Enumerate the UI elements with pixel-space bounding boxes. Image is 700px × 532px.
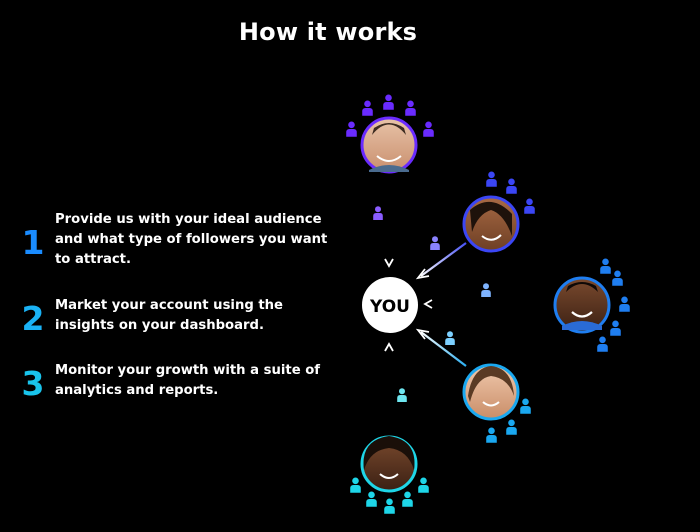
follower-icon bbox=[445, 331, 455, 345]
person-icon bbox=[486, 171, 497, 187]
person-icon bbox=[506, 419, 517, 435]
node-bottom bbox=[350, 435, 429, 514]
person-icon bbox=[346, 121, 357, 137]
arrowhead-top bbox=[384, 258, 394, 268]
person-icon bbox=[402, 491, 413, 507]
step-3-number: 3 bbox=[21, 364, 45, 403]
arrowhead-bottom bbox=[384, 342, 394, 352]
follower-icon bbox=[397, 388, 407, 402]
step-2-text: Market your account using the insights o… bbox=[55, 298, 283, 333]
person-icon bbox=[405, 100, 416, 116]
person-icon bbox=[600, 258, 611, 274]
avatar-right bbox=[553, 276, 611, 334]
node-right bbox=[553, 258, 630, 352]
follower-icon bbox=[481, 283, 491, 297]
follower-icon bbox=[430, 236, 440, 250]
arrowhead-right bbox=[423, 299, 433, 309]
connector-lower-right bbox=[420, 331, 467, 367]
person-icon bbox=[362, 100, 373, 116]
arrowhead-upper-right bbox=[415, 268, 430, 280]
person-icon bbox=[619, 296, 630, 312]
page-title: How it works bbox=[238, 18, 418, 46]
step-1-number: 1 bbox=[21, 223, 45, 262]
person-icon bbox=[524, 198, 535, 214]
person-icon bbox=[418, 477, 429, 493]
person-icon bbox=[597, 336, 608, 352]
connector-lines bbox=[384, 180, 552, 432]
person-icon bbox=[506, 178, 517, 194]
person-icon bbox=[612, 270, 623, 286]
person-icon bbox=[350, 477, 361, 493]
person-icon bbox=[610, 320, 621, 336]
person-icon bbox=[383, 94, 394, 110]
node-lower-right bbox=[462, 363, 531, 443]
arrowhead-lower-right bbox=[415, 328, 430, 340]
follower-icon bbox=[373, 206, 383, 220]
you-label: YOU bbox=[370, 297, 410, 317]
step-3-text: Monitor your growth with a suite of anal… bbox=[55, 363, 321, 398]
connector-upper-right bbox=[420, 242, 467, 277]
step-1-text: Provide us with your ideal audience and … bbox=[55, 212, 328, 267]
person-icon bbox=[486, 427, 497, 443]
you-circle bbox=[362, 277, 418, 333]
avatar-top bbox=[360, 116, 418, 174]
person-icon bbox=[366, 491, 377, 507]
node-top bbox=[346, 94, 434, 174]
node-upper-right bbox=[462, 171, 535, 253]
step-2-number: 2 bbox=[21, 299, 45, 338]
person-icon bbox=[384, 498, 395, 514]
person-icon bbox=[520, 398, 531, 414]
person-icon bbox=[423, 121, 434, 137]
